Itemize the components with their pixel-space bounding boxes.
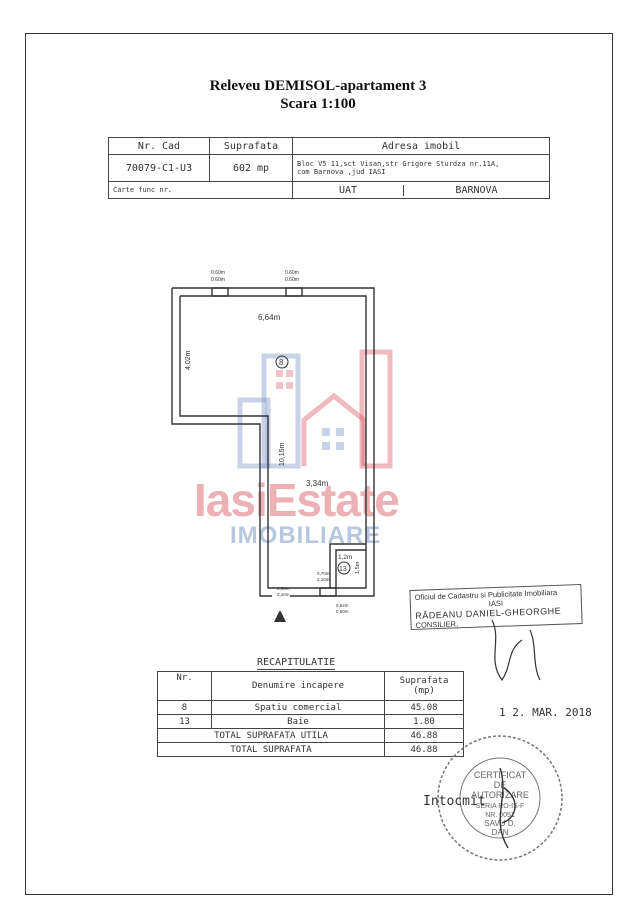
room-8-marker	[275, 355, 289, 369]
seal-line-2: DE	[494, 780, 507, 790]
window-bottom	[319, 587, 337, 597]
dim-height-long: 10,15m	[279, 442, 286, 466]
recap-col-name: Denumire incapere	[211, 671, 385, 701]
inner-wall	[179, 295, 367, 589]
table-row: TOTAL SUPRAFATA 46.88	[157, 742, 464, 757]
uat-value: BARNOVA	[455, 184, 498, 196]
dim-width-lower: 3,34m	[306, 479, 329, 488]
page-border	[25, 33, 613, 895]
window-bottom-w: 0,62m	[336, 603, 349, 608]
stamp-date: 1 2. MAR. 2018	[499, 706, 592, 719]
room-8-label: 8	[279, 358, 284, 367]
carte-funciara-label: Carte func nr.	[108, 181, 293, 199]
bath-width: 1,2m	[338, 554, 352, 561]
window-top-left	[211, 287, 229, 297]
window-top-right	[285, 287, 303, 297]
total-label: TOTAL SUPRAFATA	[157, 742, 385, 757]
total-value: 46.88	[384, 742, 464, 757]
adresa-label: Adresa imobil	[292, 137, 550, 155]
window-top-left-h: 0.60m	[211, 277, 225, 283]
dim-width-top: 6,64m	[258, 313, 281, 322]
recap-title: RECAPITULATIE	[257, 657, 336, 670]
header-table: Nr. Cad Suprafata Adresa imobil 70079-C1…	[108, 137, 550, 199]
bath-height: 1,5m	[355, 561, 361, 574]
intocmit-label: Intocmit	[423, 794, 486, 809]
bath-door-w: 0,70m	[317, 571, 330, 576]
table-row: 8 Spatiu comercial 45.08	[157, 700, 464, 715]
door-w: 0,90m	[277, 586, 290, 591]
bathroom-wall-inner	[335, 549, 366, 588]
window-top-right-h: 0.60m	[285, 277, 299, 283]
entrance-arrow-icon	[274, 610, 286, 622]
nr-cad-value: 70079-C1-U3	[108, 154, 210, 182]
recap-row-name: Baie	[211, 714, 385, 729]
recap-col-area: Suprafata (mp)	[384, 671, 464, 701]
total-util-label: TOTAL SUPRAFATA UTILA	[157, 728, 385, 743]
bathroom-wall	[329, 543, 366, 588]
recap-col-nr: Nr.	[157, 671, 212, 701]
room-13-marker	[337, 561, 351, 575]
seal-line-1: CERTIFICAT	[474, 770, 527, 780]
table-row: 13 Baie 1.80	[157, 714, 464, 729]
uat-cell: UAT BARNOVA	[292, 181, 550, 199]
seal-line-3: AUTORIZARE	[471, 790, 529, 800]
uat-label: UAT	[293, 184, 404, 196]
recap-row-name: Spatiu comercial	[211, 700, 385, 715]
table-row: TOTAL SUPRAFATA UTILA 46.88	[157, 728, 464, 743]
dim-height-left: 4,02m	[185, 350, 192, 370]
scale-label: Scara 1:100	[280, 96, 356, 112]
recap-table: Nr. Denumire incapere Suprafata (mp) 8 S…	[157, 671, 464, 757]
outer-wall	[171, 287, 375, 597]
adresa-value: Bloc V5 11,sct Visan,str Grigore Sturdza…	[292, 154, 550, 182]
suprafata-label: Suprafata	[209, 137, 293, 155]
adresa-line-1: Bloc V5 11,sct Visan,str Grigore Sturdza…	[297, 160, 500, 168]
signature-icon	[491, 619, 541, 682]
suprafata-value: 602 mp	[209, 154, 293, 182]
recap-row-nr: 8	[157, 700, 212, 715]
room-13-label: 13	[339, 566, 347, 573]
authorization-seal-icon: CERTIFICAT DE AUTORIZARE SERIA RO-IS-F N…	[437, 735, 563, 861]
nr-cad-label: Nr. Cad	[108, 137, 210, 155]
window-top-left-w: 0.60m	[211, 270, 225, 276]
floor-plan: 8 13 0.60m 0.60m 0.60m 0.60m 6,64m 4,02m…	[171, 270, 375, 622]
document-title: Releveu DEMISOL-apartament 3	[209, 78, 427, 94]
seal-line-4: SERIA RO-IS-F	[476, 803, 525, 810]
window-top-right-w: 0.60m	[285, 270, 299, 276]
recap-row-nr: 13	[157, 714, 212, 729]
adresa-line-2: com Barnova ,jud IASI	[297, 168, 386, 176]
recap-row-area: 1.80	[384, 714, 464, 729]
recap-row-area: 45.08	[384, 700, 464, 715]
seal-line-7: DAN	[492, 828, 509, 837]
window-bottom-h: 0,60m	[336, 609, 349, 614]
bath-door-h: 2,10m	[317, 577, 330, 582]
door-h: 2,10m	[277, 592, 290, 597]
